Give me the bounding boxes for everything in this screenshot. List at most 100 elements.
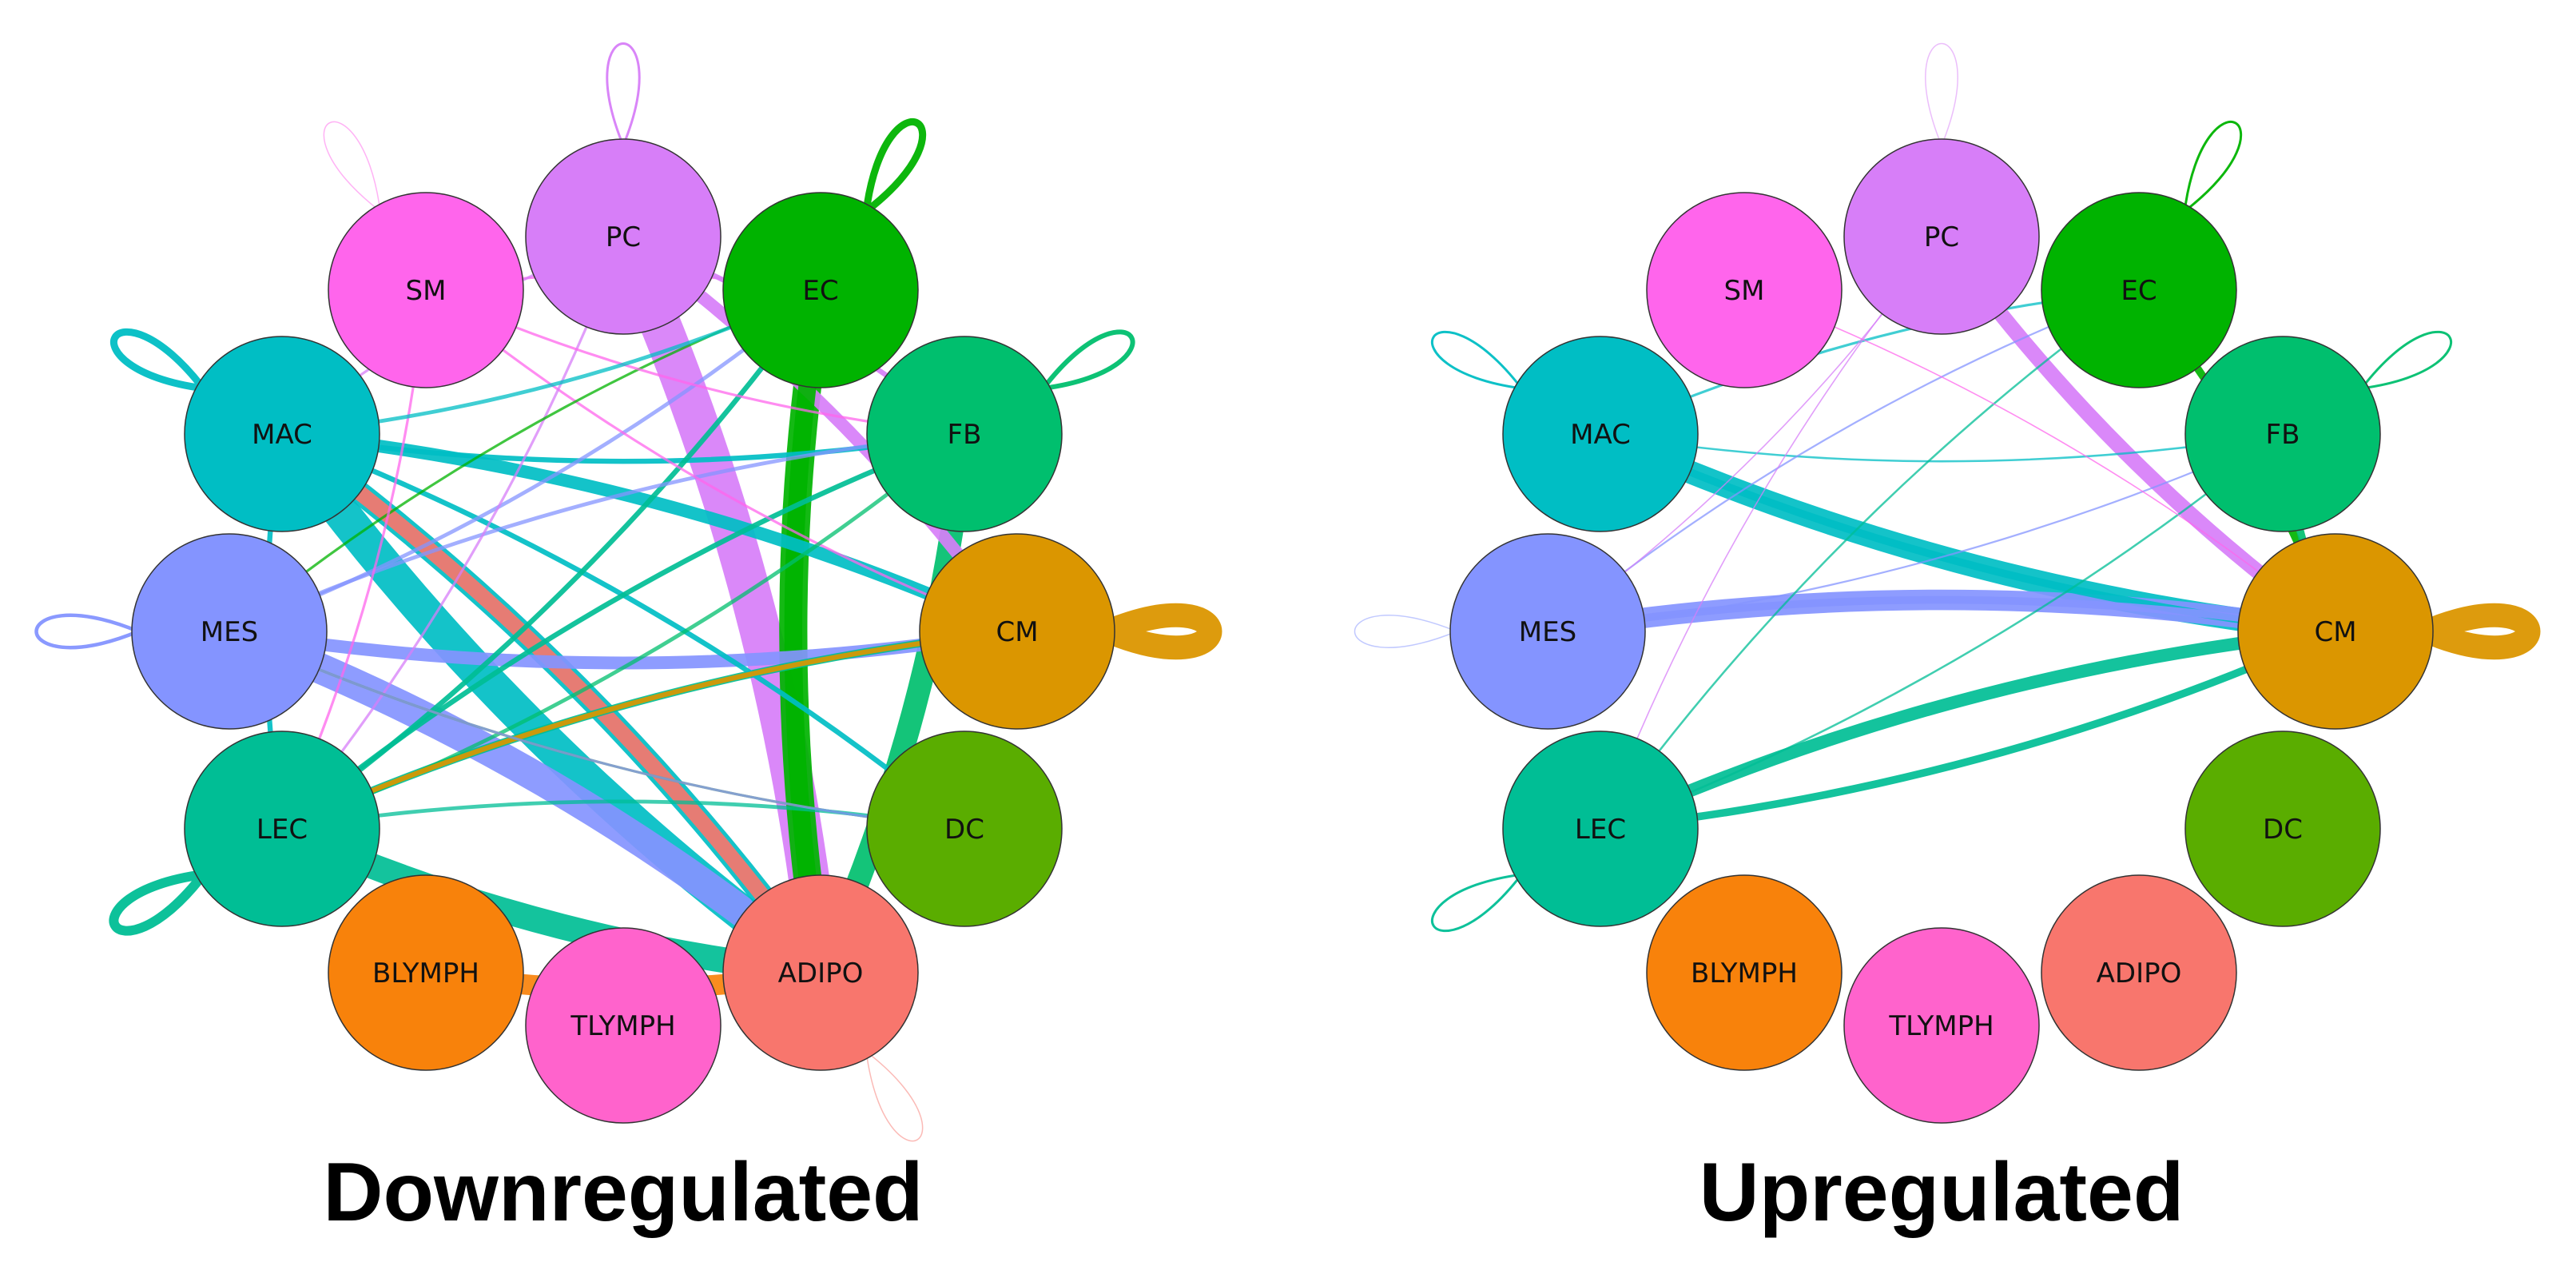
node-sm-circle (1646, 192, 1843, 388)
edge-ec-to-adipo (784, 281, 830, 982)
node-adipo: ADIPO (722, 874, 919, 1071)
node-adipo-circle (722, 874, 919, 1071)
node-cm-label: CM (996, 616, 1038, 648)
node-mes-label: MES (201, 616, 258, 648)
node-mac-circle (184, 336, 380, 532)
node-cm-label: CM (2314, 616, 2356, 648)
loop-ec (2183, 120, 2243, 213)
edge-sm-to-cm (424, 289, 1019, 633)
node-adipo-circle (2041, 874, 2237, 1071)
node-cm: CM (2237, 533, 2434, 730)
loop-lec (109, 870, 208, 936)
node-fb: FB (2184, 336, 2381, 532)
node-layer: PC EC FB CM DC ADIPO TLYMPH BLYMPH LEC MES MAC SM (131, 138, 1115, 1124)
node-layer: PC EC FB CM DC ADIPO TLYMPH BLYMPH LEC MES MAC SM (1449, 138, 2434, 1124)
node-blymph-label: BLYMPH (1691, 958, 1798, 989)
node-blymph-circle (328, 874, 524, 1071)
node-fb-circle (866, 336, 1063, 532)
edge-lec-to-cm (1596, 627, 2339, 833)
node-pc: PC (525, 138, 722, 335)
edge-mes-to-adipo (213, 615, 837, 989)
node-dc-circle (2184, 731, 2381, 927)
node-adipo-label: ADIPO (778, 958, 864, 989)
loop-mes (1354, 615, 1457, 648)
node-fb: FB (866, 336, 1063, 532)
node-ec-circle (2041, 192, 2237, 388)
loop-mac (1430, 330, 1523, 390)
edge-mes-to-dc (228, 630, 966, 830)
node-blymph-label: BLYMPH (372, 958, 479, 989)
node-fb-label: FB (2266, 419, 2300, 451)
node-sm-label: SM (406, 275, 447, 307)
node-dc-label: DC (2263, 814, 2303, 846)
downregulated-title: Downregulated (323, 1146, 924, 1239)
node-pc-circle (1843, 138, 2040, 335)
loop-fb (2360, 330, 2453, 390)
upregulated-title: Upregulated (1699, 1146, 2184, 1239)
node-dc-circle (866, 731, 1063, 927)
node-adipo-label: ADIPO (2097, 958, 2182, 989)
node-cm: CM (919, 533, 1115, 730)
node-cm-circle (919, 533, 1115, 730)
node-lec: LEC (1502, 731, 1699, 927)
node-mac-label: MAC (252, 419, 312, 451)
loop-adipo (865, 1051, 924, 1142)
node-lec-label: LEC (1575, 814, 1626, 846)
node-cm-circle (2237, 533, 2434, 730)
node-ec: EC (722, 192, 919, 388)
node-tlymph: TLYMPH (525, 927, 722, 1124)
node-sm: SM (328, 192, 524, 388)
node-tlymph-circle (1843, 927, 2040, 1124)
edge-mac-to-dc (279, 431, 968, 832)
node-sm: SM (1646, 192, 1843, 388)
loop-cm (2422, 603, 2541, 660)
node-mac-circle (1502, 336, 1699, 532)
edge-mes-to-cm (1544, 595, 2339, 635)
loop-layer (34, 42, 1222, 1142)
loop-cm (1103, 603, 1222, 660)
edge-pc-to-lec (1600, 236, 1942, 830)
loop-layer (1354, 42, 2541, 933)
edge-mes-to-fb (227, 432, 967, 634)
edge-sm-to-cm (1743, 289, 2336, 632)
edge-adipo-to-mac (274, 426, 829, 981)
node-mes-circle (1449, 533, 1646, 730)
node-fb-circle (2184, 336, 2381, 532)
edge-lec-to-fb (279, 431, 968, 832)
edge-mes-to-fb (1546, 432, 2284, 633)
node-ec: EC (2041, 192, 2237, 388)
loop-mac (109, 328, 206, 392)
node-fb-label: FB (948, 419, 982, 451)
node-tlymph: TLYMPH (1843, 927, 2040, 1124)
node-ec-label: EC (802, 275, 838, 307)
edge-pc-to-lec (280, 235, 625, 830)
loop-ec (862, 117, 927, 214)
node-blymph-circle (1646, 874, 1843, 1071)
edge-cm-to-lec (279, 628, 1020, 832)
node-dc-label: DC (944, 814, 984, 846)
node-pc-label: PC (606, 221, 641, 253)
downregulated-network: PC EC FB CM DC ADIPO TLYMPH BLYMPH LEC MES MAC SM (34, 42, 1222, 1142)
node-blymph: BLYMPH (328, 874, 524, 1071)
edge-mac-to-fb (1599, 432, 2284, 463)
loop-fb (1041, 329, 1135, 391)
node-mac-label: MAC (1570, 419, 1631, 451)
node-tlymph-label: TLYMPH (1888, 1010, 1994, 1042)
node-tlymph-label: TLYMPH (570, 1010, 675, 1042)
edge-lec-to-ec (1599, 289, 2141, 830)
loop-pc (1925, 42, 1958, 146)
node-pc-label: PC (1924, 221, 1959, 253)
loop-lec (1430, 873, 1523, 933)
node-lec: LEC (184, 731, 380, 927)
node-dc: DC (2184, 731, 2381, 927)
node-tlymph-circle (525, 927, 722, 1124)
node-mes: MES (1449, 533, 1646, 730)
loop-pc (606, 42, 641, 146)
node-lec-circle (1502, 731, 1699, 927)
node-ec-label: EC (2121, 275, 2157, 307)
edge-lec-to-fb (1599, 432, 2284, 830)
node-pc-circle (525, 138, 722, 335)
node-adipo: ADIPO (2041, 874, 2237, 1071)
node-ec-circle (722, 192, 919, 388)
